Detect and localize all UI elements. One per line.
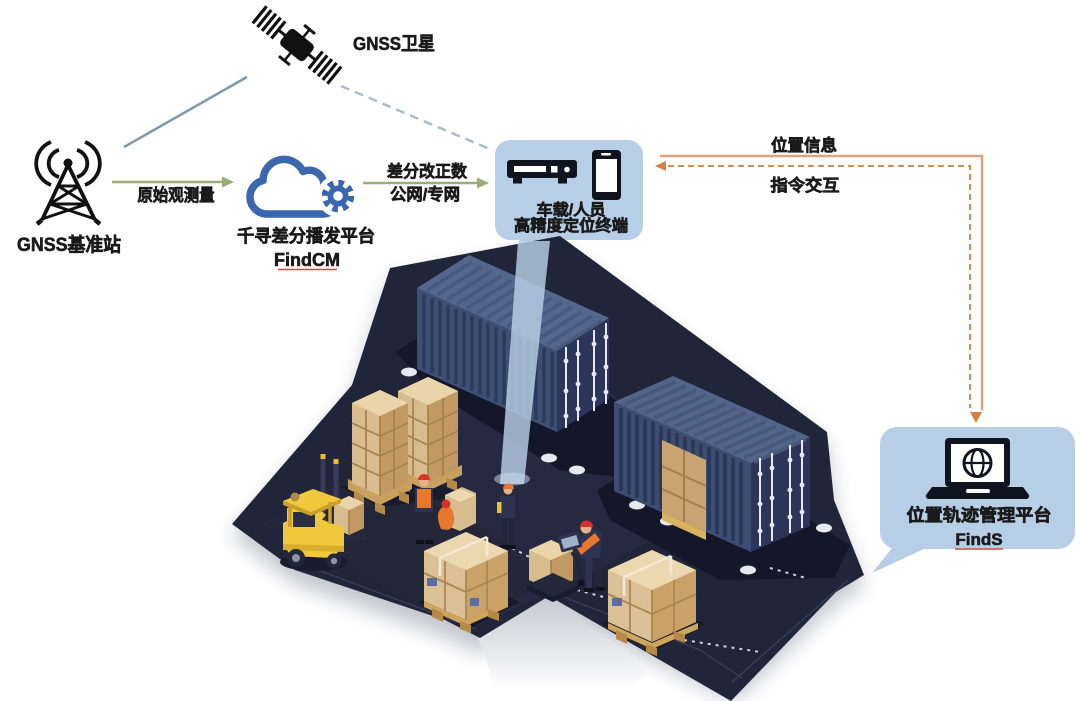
svg-text:位置轨迹管理平台: 位置轨迹管理平台 (907, 505, 1052, 525)
svg-text:位置信息: 位置信息 (771, 135, 837, 155)
svg-text:FindCM: FindCM (274, 250, 340, 270)
svg-text:GNSS基准站: GNSS基准站 (17, 233, 121, 256)
svg-text:车载/人员: 车载/人员 (537, 200, 606, 219)
svg-text:FindS: FindS (955, 530, 1002, 549)
svg-text:GNSS卫星: GNSS卫星 (353, 33, 435, 54)
svg-text:高精度定位终端: 高精度定位终端 (514, 216, 628, 235)
svg-text:原始观测量: 原始观测量 (138, 185, 215, 205)
svg-text:差分改正数: 差分改正数 (387, 161, 467, 181)
svg-text:千寻差分播发平台: 千寻差分播发平台 (237, 226, 375, 246)
svg-text:公网/专网: 公网/专网 (390, 184, 460, 204)
svg-text:指令交互: 指令交互 (771, 175, 840, 195)
